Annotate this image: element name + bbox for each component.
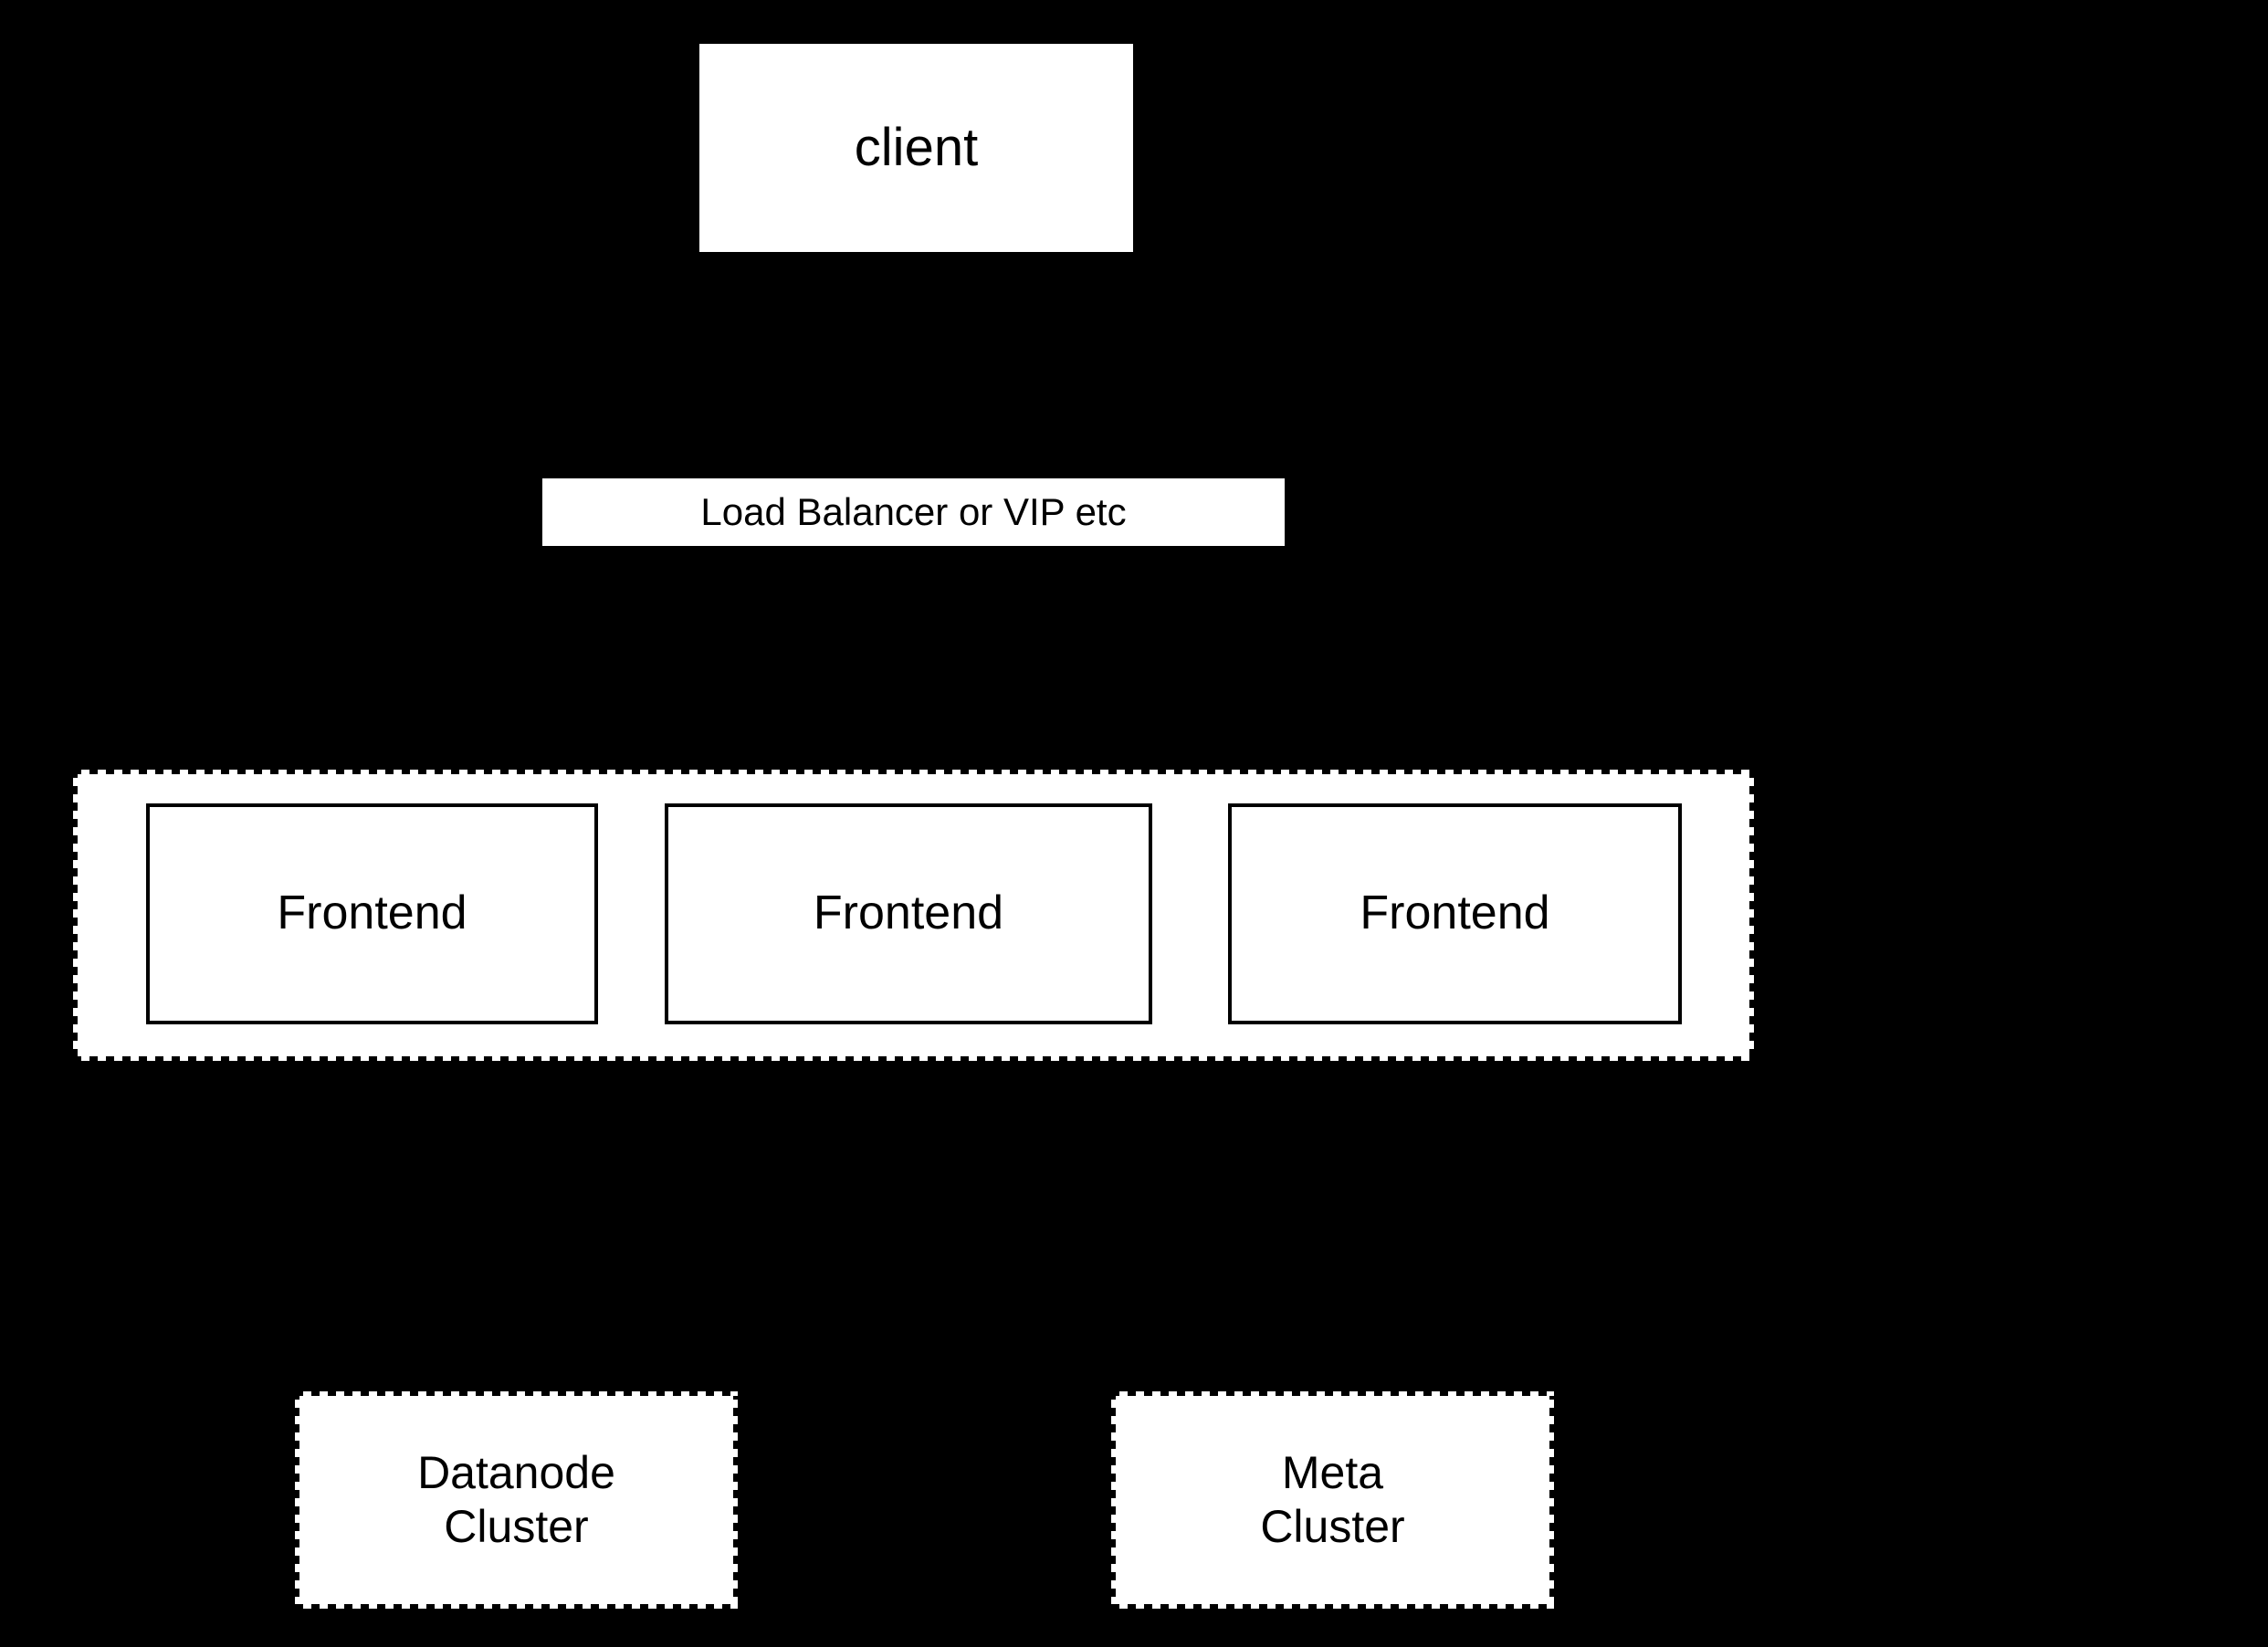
node-frontend-1-label: Frontend <box>277 886 467 940</box>
node-frontend-3[interactable]: Frontend <box>1228 803 1682 1024</box>
node-load-balancer[interactable]: Load Balancer or VIP etc <box>542 478 1285 546</box>
node-frontend-2[interactable]: Frontend <box>665 803 1152 1024</box>
node-frontend-3-label: Frontend <box>1360 886 1550 940</box>
group-frontend-cluster: Frontend Frontend Frontend <box>73 770 1754 1061</box>
node-load-balancer-label: Load Balancer or VIP etc <box>700 490 1127 534</box>
node-datanode-cluster[interactable]: Datanode Cluster <box>295 1391 738 1609</box>
node-client[interactable]: client <box>696 40 1137 256</box>
node-frontend-1[interactable]: Frontend <box>146 803 598 1024</box>
node-meta-cluster-label: Meta Cluster <box>1260 1447 1405 1552</box>
node-datanode-cluster-label: Datanode Cluster <box>417 1447 615 1552</box>
node-frontend-2-label: Frontend <box>813 886 1004 940</box>
node-client-label: client <box>854 117 979 177</box>
node-meta-cluster[interactable]: Meta Cluster <box>1111 1391 1554 1609</box>
